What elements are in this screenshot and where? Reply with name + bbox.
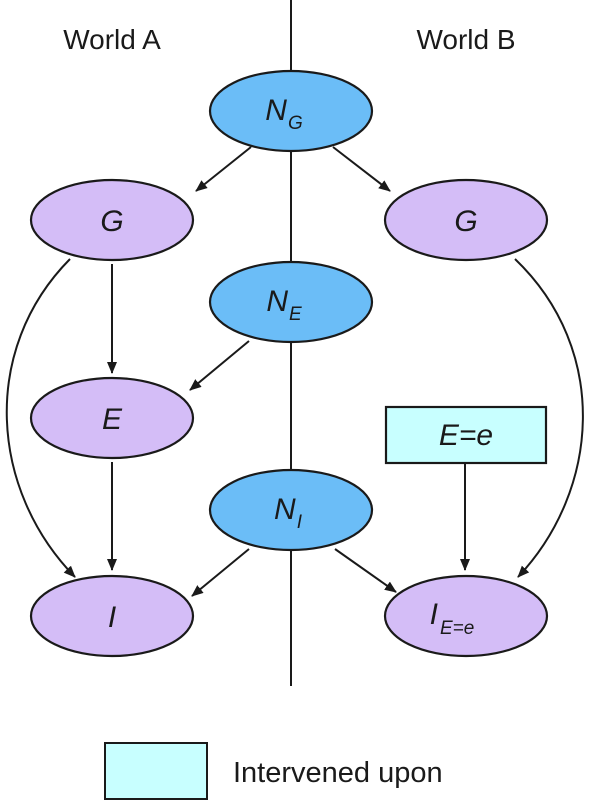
node-g-world-b-label: G: [454, 205, 477, 238]
edge-ga-ia: [5, 258, 76, 578]
node-ng-subscript: G: [288, 113, 303, 134]
legend: Intervened upon: [104, 742, 443, 800]
node-e-intervened-label: E=e: [439, 419, 493, 452]
edges: [5, 146, 584, 597]
edge-ne-ea: [189, 340, 250, 391]
node-g-world-a: G: [29, 178, 195, 262]
svg-text:NE: NE: [266, 285, 302, 325]
node-e-intervened-world-b: E=e: [384, 405, 548, 465]
legend-swatch-intervened: [104, 742, 208, 800]
node-ni-subscript: I: [297, 512, 303, 533]
node-ng: NG: [208, 69, 374, 153]
node-g-world-b: G: [383, 178, 549, 262]
svg-text:IE=e: IE=e: [430, 598, 475, 639]
node-ne: NE: [208, 260, 374, 344]
node-ni: NI: [208, 468, 374, 552]
edge-gb-ib: [514, 258, 584, 578]
node-e-world-a: E: [29, 376, 195, 460]
node-e-world-a-label: E: [102, 403, 123, 436]
edge-ng-ga: [195, 146, 252, 192]
legend-label: Intervened upon: [233, 757, 443, 789]
node-i-world-a-label: I: [108, 601, 116, 634]
svg-text:NG: NG: [265, 94, 302, 134]
node-i-world-b-label: I: [430, 598, 438, 631]
svg-text:NI: NI: [274, 493, 303, 533]
edge-ni-ib: [334, 548, 397, 593]
edge-ni-ia: [191, 548, 250, 597]
node-g-world-a-label: G: [100, 205, 123, 238]
node-ni-label: N: [274, 493, 296, 526]
edge-ng-gb: [332, 146, 391, 192]
node-ne-label: N: [266, 285, 288, 318]
world-b-label: World B: [416, 24, 515, 55]
node-ne-subscript: E: [289, 304, 302, 325]
node-i-world-a: I: [29, 574, 195, 658]
node-ng-label: N: [265, 94, 287, 127]
node-i-world-b-subscript: E=e: [440, 618, 474, 639]
world-a-label: World A: [63, 24, 161, 55]
